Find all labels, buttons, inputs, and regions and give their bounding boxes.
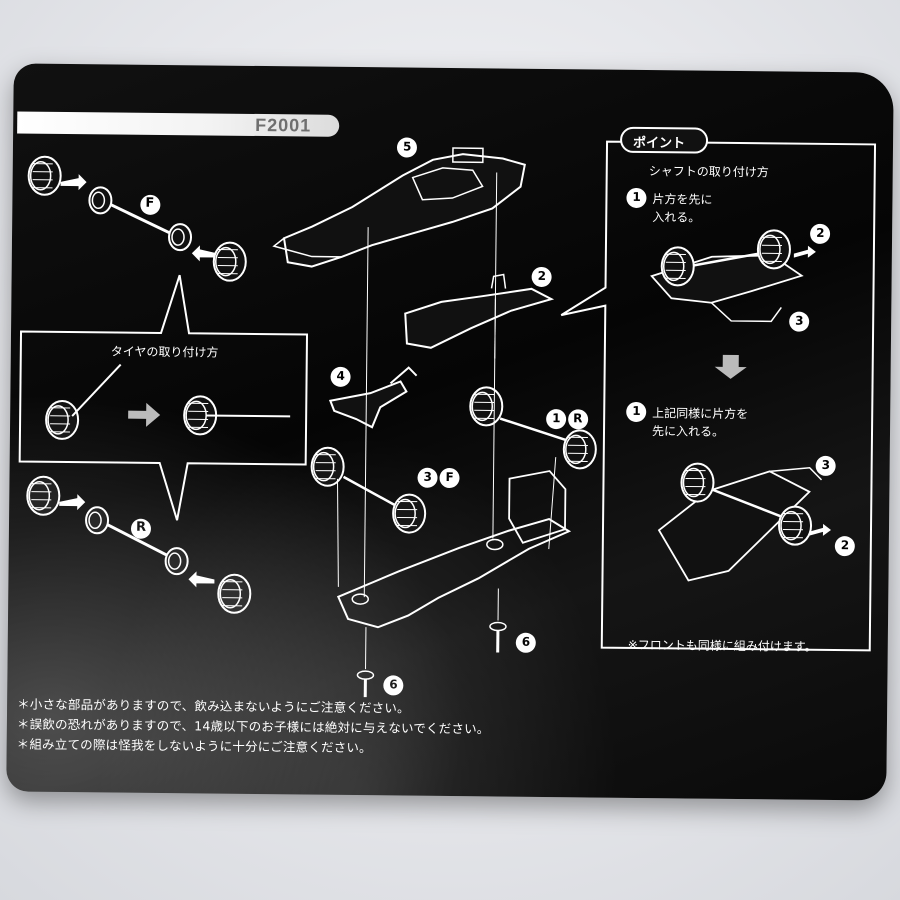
point-note: ※フロントも同様に組み付けます。 xyxy=(627,637,817,654)
rear-wheel-set xyxy=(469,386,598,470)
point-box xyxy=(560,126,877,652)
shaft-step2-illustration xyxy=(657,462,831,582)
bracket-part-number: 4 xyxy=(336,368,346,383)
rear-unit-number: 1 xyxy=(552,411,561,426)
body-part-number: 5 xyxy=(402,139,412,154)
point-badge: ポイント xyxy=(632,135,686,152)
wing-part xyxy=(404,273,555,349)
step2-line2: 先に入れる。 xyxy=(651,424,725,439)
callout-a: 2 xyxy=(816,225,825,240)
bracket-part xyxy=(328,366,418,429)
point-subtitle: シャフトの取り付け方 xyxy=(648,164,769,180)
front-unit-number: 3 xyxy=(423,469,432,484)
front-axle-label: F xyxy=(145,195,155,211)
callout-d: 2 xyxy=(840,538,850,553)
front-axle-exploded xyxy=(27,155,247,282)
chassis-part xyxy=(336,470,572,629)
step1-number: 1 xyxy=(632,189,641,204)
step1-line1: 片方を先に xyxy=(652,192,713,207)
screw-number-a: 6 xyxy=(521,634,531,649)
shaft-step1-illustration xyxy=(650,229,816,323)
down-arrow-icon xyxy=(714,354,747,379)
wing-part-number: 2 xyxy=(537,268,547,283)
tire-howto-box xyxy=(18,274,309,521)
step1-line2: 入れる。 xyxy=(652,210,701,225)
front-unit-letter: F xyxy=(445,469,454,485)
assembly-diagram xyxy=(18,126,877,698)
front-wheel-set xyxy=(310,446,427,534)
rear-axle-label: R xyxy=(135,519,147,535)
screw-parts xyxy=(356,588,507,698)
rear-axle-exploded xyxy=(26,475,252,614)
car-body-part xyxy=(272,147,526,268)
tire-box-title: タイヤの取り付け方 xyxy=(110,344,219,360)
callout-b: 3 xyxy=(795,313,804,328)
rear-unit-letter: R xyxy=(573,411,583,426)
instruction-card: F2001 xyxy=(6,63,894,801)
warning-3: ＊組み立ての際は怪我をしないように十分にご注意ください。 xyxy=(16,736,372,756)
assembly-guide-lines xyxy=(337,172,557,598)
screw-number-b: 6 xyxy=(389,677,398,692)
step2-line1: 上記同様に片方を xyxy=(652,406,749,422)
step2-number: 1 xyxy=(632,403,641,418)
callout-c: 3 xyxy=(821,457,831,472)
